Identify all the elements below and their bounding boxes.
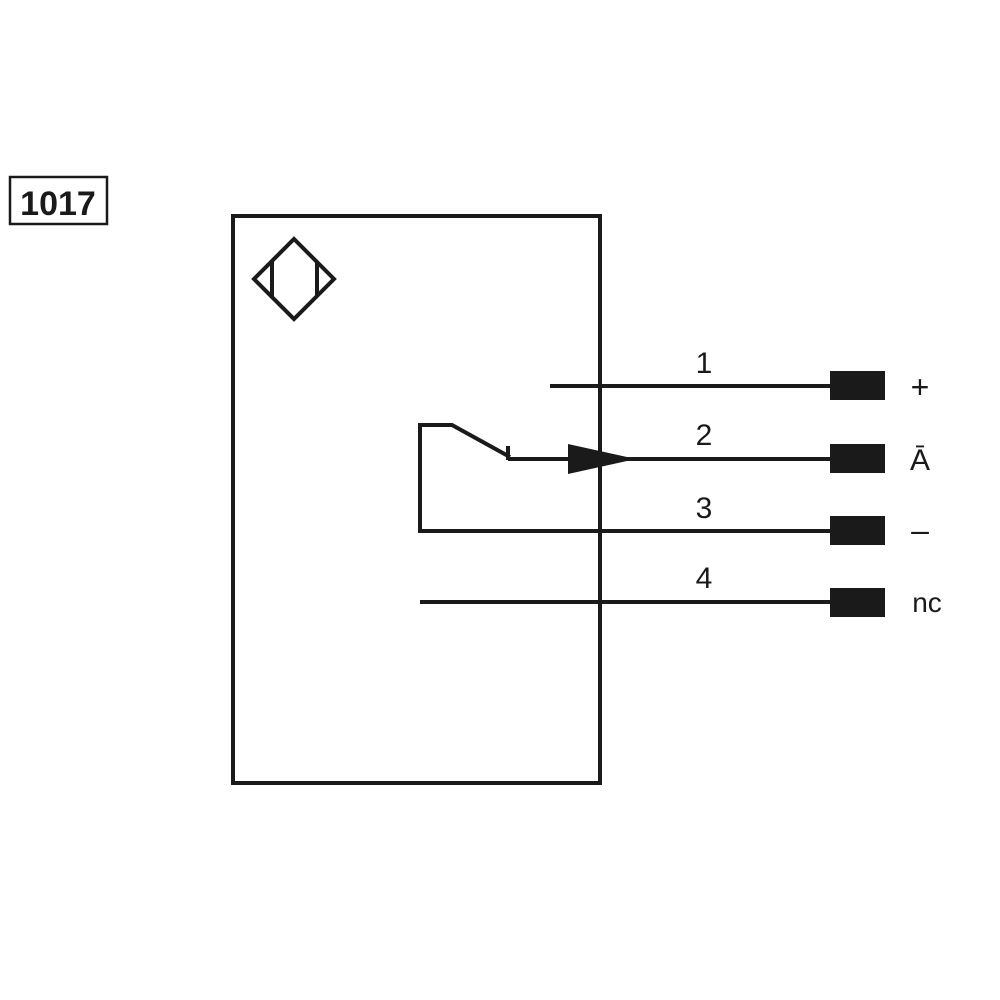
diagram-id-label: 1017 [8, 175, 109, 226]
terminal-label-1: + [911, 369, 930, 405]
wire-number-3: 3 [696, 492, 713, 525]
terminal-label-4: nc [912, 587, 942, 618]
diagram-id-frame [8, 175, 109, 226]
diagram-id-text: 1017 [20, 185, 96, 223]
wire-number-2: 2 [696, 419, 713, 452]
sensor-housing [231, 214, 602, 785]
pin-4 [830, 588, 885, 617]
wire-1: 1 + [550, 347, 929, 405]
pin-3 [830, 516, 885, 545]
wire-3: 3 – [418, 492, 929, 548]
wire-2: 2 Ā [508, 419, 930, 477]
wire-number-4: 4 [696, 562, 713, 595]
pin-1 [830, 371, 885, 400]
wire-4: 4 nc [420, 562, 942, 618]
inductive-sensor-icon [251, 236, 337, 322]
switch-contact [418, 423, 511, 532]
terminal-label-2: Ā [910, 444, 930, 477]
switch-circuit [418, 423, 636, 532]
terminal-label-3: – [911, 512, 929, 548]
pin-2 [830, 444, 885, 473]
wire-number-1: 1 [696, 347, 713, 380]
